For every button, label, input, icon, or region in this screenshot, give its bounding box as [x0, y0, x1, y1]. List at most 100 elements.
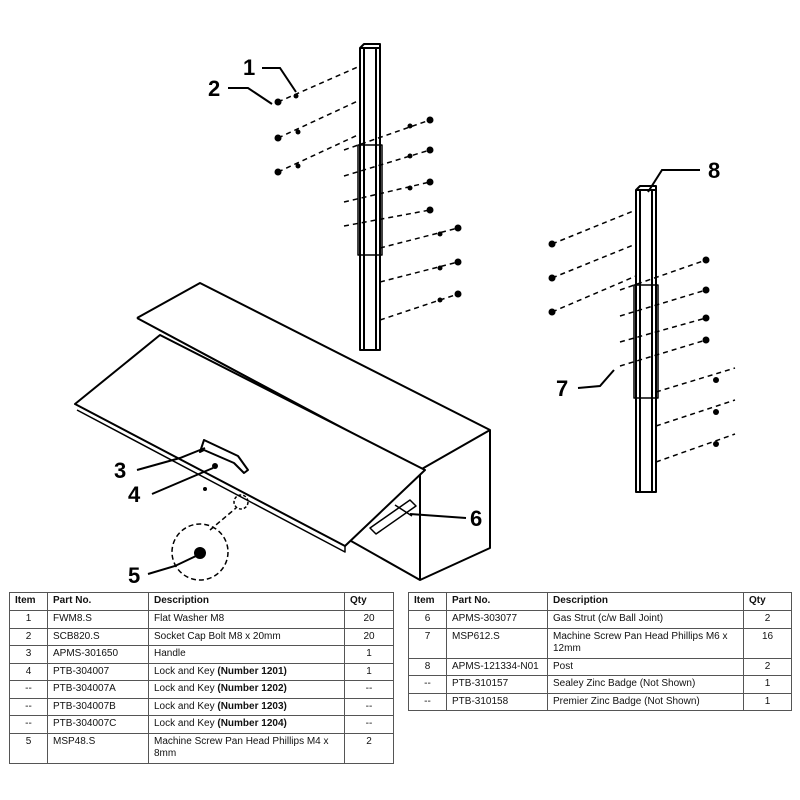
description-bold-text: (Number 1202): [217, 683, 287, 694]
cell-qty: 20: [344, 610, 394, 629]
cell-part-no: PTB-304007: [47, 662, 149, 681]
left-post-fastener-lines: [277, 65, 459, 321]
description-text: Machine Screw Pan Head Phillips M6 x 12m…: [553, 630, 728, 655]
cell-part-no: PTB-304007A: [47, 680, 149, 699]
cell-description: Gas Strut (c/w Ball Joint): [547, 610, 744, 629]
cell-item: 8: [408, 657, 447, 676]
description-text: Lock and Key: [154, 665, 218, 677]
cell-qty: 1: [743, 692, 792, 711]
cell-part-no: APMS-303077: [446, 610, 548, 629]
callout-3: 3: [114, 458, 126, 483]
right-post-fastener-lines: [551, 209, 736, 463]
callout-7: 7: [556, 376, 568, 401]
left-post-bolts: [274, 93, 462, 303]
right-post: [633, 185, 659, 493]
cell-item: --: [9, 697, 48, 716]
cell-item: 5: [9, 732, 48, 764]
cell-qty: --: [344, 715, 394, 734]
header-description: Description: [547, 592, 744, 611]
cell-part-no: PTB-310158: [446, 692, 548, 711]
cell-item: --: [9, 715, 48, 734]
cell-description: Lock and Key (Number 1201): [148, 662, 345, 681]
left-post: [357, 43, 383, 351]
exploded-assembly-diagram: 1 2 3 4 5 6 7 8: [74, 43, 736, 588]
table-header-row: Item Part No. Description Qty: [408, 592, 792, 611]
callout-5: 5: [128, 563, 140, 588]
cell-qty: 2: [743, 610, 792, 629]
cell-part-no: PTB-304007C: [47, 715, 149, 734]
description-text: Lock and Key: [154, 683, 218, 694]
gas-strut-shape: [369, 499, 417, 535]
header-qty: Qty: [344, 592, 394, 611]
description-text: Machine Screw Pan Head Phillips M4 x 8mm: [154, 735, 329, 760]
callout-2: 2: [208, 76, 220, 101]
callout-1: 1: [243, 55, 255, 80]
cabinet-flap: [74, 334, 426, 553]
cell-part-no: MSP48.S: [47, 732, 149, 764]
cell-item: 7: [408, 627, 447, 659]
cell-item: 3: [9, 645, 48, 664]
description-bold-text: (Number 1201): [217, 665, 287, 677]
description-text: Handle: [154, 648, 186, 659]
callout-4: 4: [128, 482, 141, 507]
description-text: Lock and Key: [154, 718, 218, 729]
description-text: Socket Cap Bolt M8 x 20mm: [154, 630, 281, 642]
table-header-row: Item Part No. Description Qty: [9, 592, 394, 611]
cell-item: 4: [9, 662, 48, 681]
description-text: Gas Strut (c/w Ball Joint): [553, 613, 664, 624]
cell-part-no: SCB820.S: [47, 627, 149, 646]
cell-part-no: MSP612.S: [446, 627, 548, 659]
cell-description: Socket Cap Bolt M8 x 20mm: [148, 627, 345, 646]
cell-item: 6: [408, 610, 447, 629]
callout-6: 6: [470, 506, 482, 531]
cell-qty: 16: [743, 627, 792, 659]
cell-qty: --: [344, 680, 394, 699]
cell-item: 2: [9, 627, 48, 646]
cell-part-no: APMS-301650: [47, 645, 149, 664]
header-qty: Qty: [743, 592, 792, 611]
cell-description: Machine Screw Pan Head Phillips M4 x 8mm: [148, 732, 345, 764]
cell-qty: 1: [344, 645, 394, 664]
description-bold-text: (Number 1204): [217, 718, 287, 729]
cell-qty: 1: [743, 675, 792, 694]
cell-qty: 20: [344, 627, 394, 646]
cell-description: Premier Zinc Badge (Not Shown): [547, 692, 744, 711]
description-text: Flat Washer M8: [154, 613, 225, 624]
cell-description: Lock and Key (Number 1204): [148, 715, 345, 734]
cell-description: Post: [547, 657, 744, 676]
header-part-no: Part No.: [446, 592, 548, 611]
header-item: Item: [9, 592, 48, 611]
cell-item: 1: [9, 610, 48, 629]
description-text: Post: [553, 660, 574, 672]
description-text: Premier Zinc Badge (Not Shown): [553, 695, 700, 707]
cell-qty: --: [344, 697, 394, 716]
cell-qty: 2: [743, 657, 792, 676]
header-item: Item: [408, 592, 447, 611]
cell-part-no: PTB-310157: [446, 675, 548, 694]
description-text: Sealey Zinc Badge (Not Shown): [553, 678, 696, 689]
lock-screw-detail: [194, 547, 206, 559]
cell-item: --: [9, 680, 48, 699]
lock-detail-circle: [171, 523, 229, 581]
description-bold-text: (Number 1203): [217, 700, 287, 712]
header-description: Description: [148, 592, 345, 611]
header-part-no: Part No.: [47, 592, 149, 611]
handle-shape: [199, 439, 249, 474]
cell-qty: 2: [344, 732, 394, 764]
right-post-screws: [548, 240, 719, 447]
cell-part-no: APMS-121334-N01: [446, 657, 548, 676]
cell-description: Lock and Key (Number 1203): [148, 697, 345, 716]
